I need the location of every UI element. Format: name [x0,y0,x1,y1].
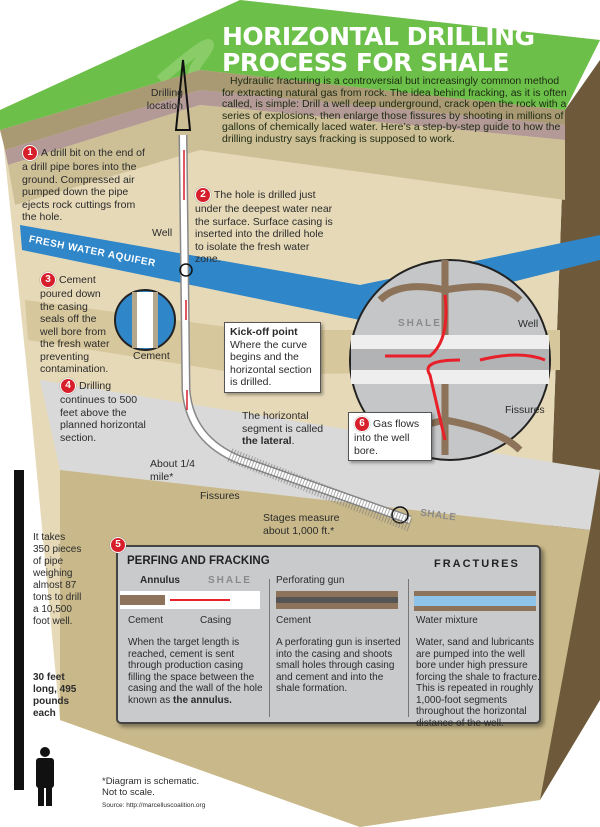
cement-label: Cement [133,350,170,362]
step-text: Gas flows into the well bore. [354,417,420,457]
perfing-fracking-panel: 5 PERFING AND FRACKING Annulus SHALE Cem… [110,537,541,729]
fracture-diagram [414,591,536,611]
title-line-2: PROCESS FOR SHALE [222,48,509,77]
inset-casing-top [351,335,549,349]
pipe-scale-bar [14,470,24,790]
water-mixture-label: Water mixture [416,615,478,626]
casing-label: Casing [200,615,232,626]
column-divider [408,579,409,717]
step-badge: 6 [354,416,370,432]
col1-text-bold: the annulus. [173,694,232,706]
inset-fissures-label: Fissures [505,404,545,416]
step-text: The hole is drilled just under the deepe… [195,188,333,265]
kickoff-callout: Kick-off point Where the curve begins an… [224,322,321,393]
perforating-gun-label: Perforating gun [276,575,345,586]
source-link[interactable]: Source: http://marcelluscoalition.org [102,802,206,809]
fissures-label: Fissures [200,490,240,502]
col1-text: When the target length is reached, cemen… [128,637,263,706]
lateral-bold: the lateral [242,435,292,447]
col2-cement-label: Cement [276,615,312,626]
topsoil-layer [0,70,565,150]
col3-text: Water, sand and lubricants are pumped in… [416,637,540,729]
person-silhouette-icon [36,747,54,806]
page-title: HORIZONTAL DRILLING PROCESS FOR SHALE [222,24,535,76]
inset-shale-label: SHALE [398,318,442,329]
step-badge: 3 [40,272,56,288]
inset-well-label: Well [518,318,539,330]
annulus-diagram [120,591,260,609]
step-text: Cement poured down the casing seals off … [40,273,110,375]
step-badge: 2 [195,187,211,203]
panel-shale-label: SHALE [208,575,252,586]
column-divider [269,579,270,717]
lateral-prefix: The horizontal segment is called [242,410,324,435]
soil-layer [8,105,565,205]
panel-title: PERFING AND FRACKING [127,555,270,567]
schematic-note: *Diagram is schematic. Not to scale. [102,776,199,798]
annulus-label: Annulus [140,575,180,586]
casing [137,292,153,348]
kickoff-title: Kick-off point [230,326,298,338]
drilling-rig-icon [174,59,192,131]
step-badge: 4 [60,378,76,394]
col1-text-body: When the target length is reached, cemen… [128,637,263,706]
grass-surface [0,0,600,130]
quarter-mile-label: About 1/4 mile* [150,458,195,483]
well-label: Well [152,227,173,239]
perforating-diagram [276,591,398,609]
title-line-1: HORIZONTAL DRILLING [222,22,535,51]
gas-flow-arrows [385,294,546,441]
step-text: Drilling continues to 500 feet above the… [60,379,146,444]
shale-layer [40,380,600,530]
col2-text: A perforating gun is inserted into the c… [276,637,401,694]
note-line-2: Not to scale. [102,787,155,798]
pipe-dimensions: 30 feet long, 495 pounds each [33,672,77,719]
note-line-1: *Diagram is schematic. [102,776,200,787]
kickoff-text: Where the curve begins and the horizonta… [230,338,312,389]
pipe-facts: It takes 350 pieces of pipe weighing alm… [33,532,82,627]
lateral-fissures [227,448,413,532]
stages-label: Stages measure about 1,000 ft.* [263,512,340,537]
step-text: A drill bit on the end of a drill pipe b… [22,146,145,223]
inset-casing-bottom [351,370,549,384]
step-badge: 5 [110,537,126,553]
subsoil-stripe [5,90,565,165]
step-badge: 1 [22,145,38,161]
intro-text: Hydraulic fracturing is a controversial … [222,75,567,145]
fractures-label: FRACTURES [434,558,520,570]
drilling-location-label: Drilling location [146,87,183,112]
detail-marker [179,263,193,277]
col1-cement-label: Cement [128,615,164,626]
lateral-label: The horizontal segment is called the lat… [242,410,324,447]
